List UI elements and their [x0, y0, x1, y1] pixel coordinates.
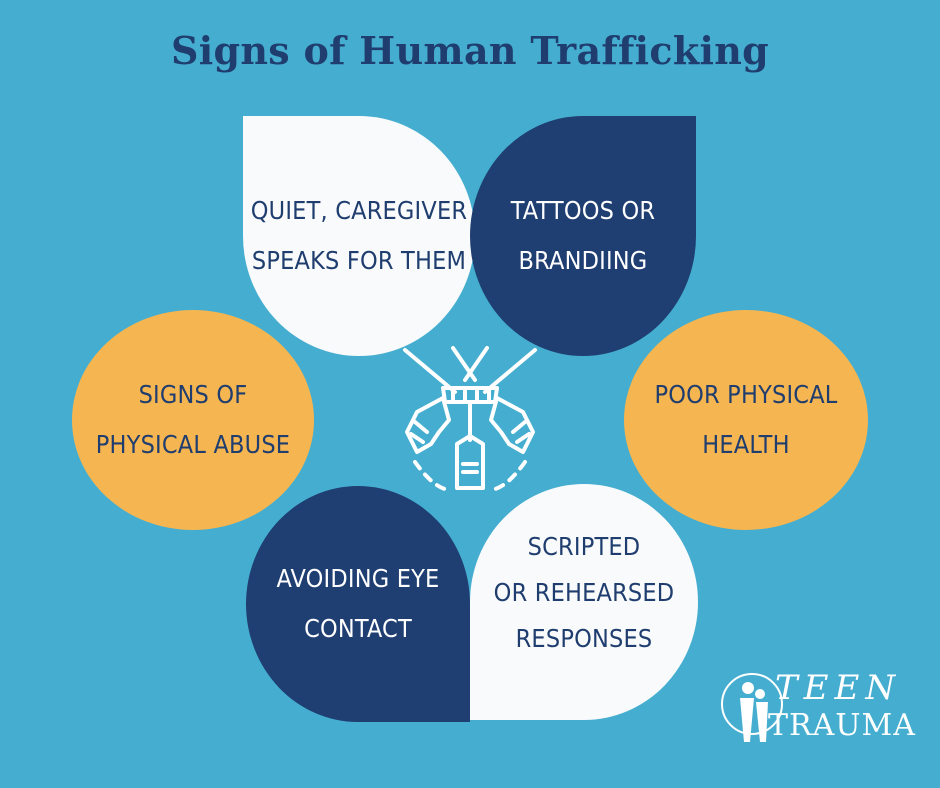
petal-label-line: HEALTH: [702, 430, 790, 459]
petal-label-line: RESPONSES: [515, 624, 653, 653]
petal-label-line: QUIET, CAREGIVER: [250, 196, 468, 225]
petal-label-line: SCRIPTED: [527, 532, 641, 561]
petal-label-line: OR REHEARSED: [493, 578, 675, 607]
page-title: Signs of Human Trafficking: [170, 28, 770, 73]
teen-trauma-logo-icon: [721, 673, 783, 742]
petal-label: SCRIPTED OR REHEARSED RESPONSES: [494, 524, 675, 662]
petal-label: TATTOOS OR BRANDIING: [511, 186, 655, 286]
logo-text-trauma: TRAUMA: [768, 708, 916, 743]
petal-scripted-responses: SCRIPTED OR REHEARSED RESPONSES: [470, 484, 698, 720]
petal-label-line: CONTACT: [304, 614, 412, 643]
petal-label: AVOIDING EYE CONTACT: [277, 554, 440, 654]
petal-label-line: BRANDIING: [518, 246, 648, 275]
petal-label: QUIET, CAREGIVER SPEAKS FOR THEM: [251, 186, 467, 286]
petal-quiet-caregiver: QUIET, CAREGIVER SPEAKS FOR THEM: [243, 116, 475, 356]
petal-label-line: SIGNS OF: [138, 380, 248, 409]
petal-label-line: POOR PHYSICAL: [654, 380, 838, 409]
petal-label-line: AVOIDING EYE: [276, 564, 440, 593]
petal-poor-health: POOR PHYSICAL HEALTH: [624, 310, 868, 530]
petal-label-line: PHYSICAL ABUSE: [95, 430, 291, 459]
petal-label-line: TATTOOS OR: [510, 196, 656, 225]
petal-physical-abuse: SIGNS OF PHYSICAL ABUSE: [72, 310, 314, 530]
tied-hands-icon: [403, 346, 537, 492]
petal-tattoos-branding: TATTOOS OR BRANDIING: [470, 116, 696, 356]
petal-label-line: SPEAKS FOR THEM: [251, 246, 467, 275]
petal-label: SIGNS OF PHYSICAL ABUSE: [96, 370, 290, 470]
logo-text-teen: TEEN: [775, 668, 902, 708]
petal-label: POOR PHYSICAL HEALTH: [654, 370, 837, 470]
petal-avoiding-eye-contact: AVOIDING EYE CONTACT: [246, 486, 470, 722]
